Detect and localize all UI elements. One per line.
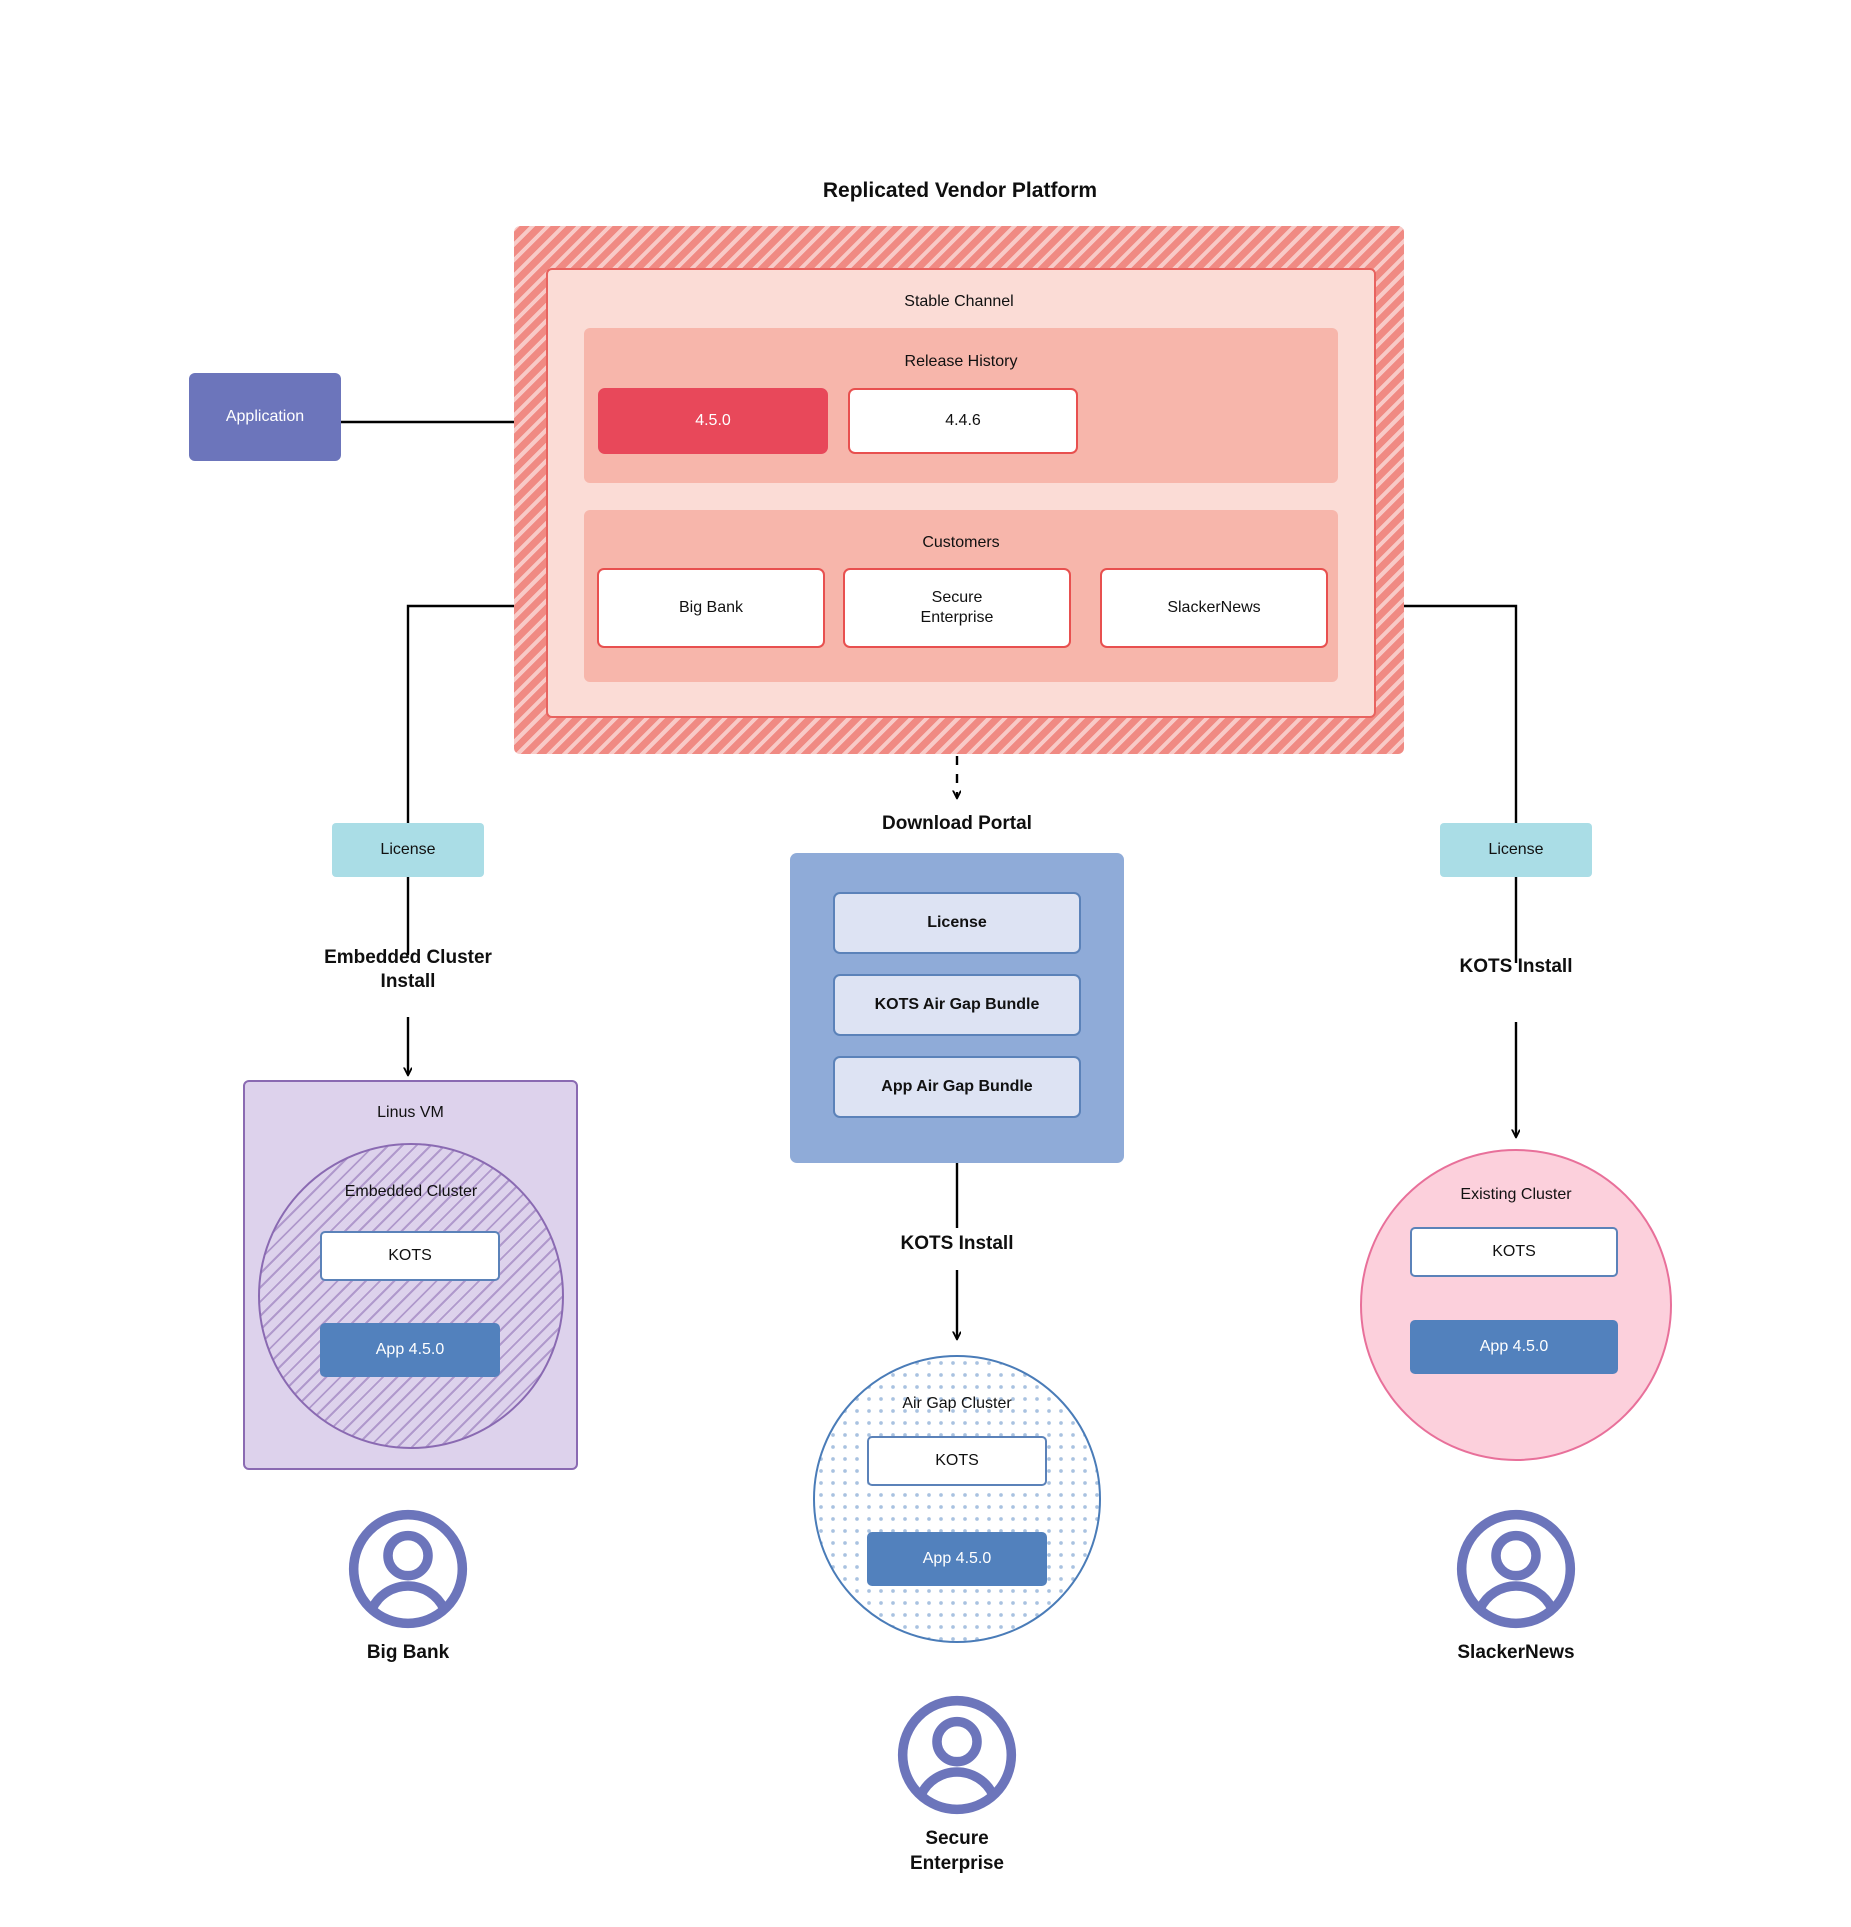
app-version-label: App 4.5.0 — [375, 1341, 445, 1358]
application-box[interactable]: Application — [189, 373, 341, 461]
release-card-previous[interactable]: 4.4.6 — [848, 388, 1078, 454]
embedded-cluster-circle — [258, 1143, 564, 1449]
avatar-big-bank — [347, 1508, 469, 1630]
portal-item-label: App Air Gap Bundle — [881, 1078, 1033, 1095]
stable-channel-title: Stable Channel — [904, 293, 1014, 310]
kots-label: KOTS — [388, 1247, 432, 1264]
release-history-title: Release History — [904, 353, 1018, 370]
customers-title: Customers — [922, 534, 1000, 551]
customer-name-label: Secure Enterprise — [920, 588, 994, 626]
kots-box-embedded[interactable]: KOTS — [320, 1231, 500, 1281]
embedded-cluster-install-label: Embedded Cluster Install — [324, 947, 492, 993]
release-card-current[interactable]: 4.5.0 — [598, 388, 828, 454]
person-icon — [348, 1509, 468, 1629]
user-label-slackernews: SlackerNews — [1457, 1642, 1575, 1663]
linux-vm-label: Linus VM — [377, 1104, 444, 1121]
customer-card-slackernews[interactable]: SlackerNews — [1100, 568, 1328, 648]
app-version-label: App 4.5.0 — [1479, 1338, 1549, 1355]
person-icon — [1456, 1509, 1576, 1629]
license-chip-left[interactable]: License — [332, 823, 484, 877]
customer-card-secure-enterprise[interactable]: Secure Enterprise — [843, 568, 1071, 648]
kots-label: KOTS — [1492, 1243, 1536, 1260]
app-version-box-existing[interactable]: App 4.5.0 — [1410, 1320, 1618, 1374]
download-portal-title: Download Portal — [882, 813, 1032, 834]
user-label-big-bank: Big Bank — [366, 1642, 450, 1663]
kots-install-label-right: KOTS Install — [1459, 956, 1573, 977]
avatar-secure-enterprise — [896, 1694, 1018, 1816]
customer-card-big-bank[interactable]: Big Bank — [597, 568, 825, 648]
customer-name-label: SlackerNews — [1167, 598, 1261, 616]
kots-label: KOTS — [935, 1452, 979, 1469]
app-version-box-airgap[interactable]: App 4.5.0 — [867, 1532, 1047, 1586]
release-version-label: 4.4.6 — [945, 412, 981, 429]
portal-item-label: License — [927, 914, 987, 931]
kots-install-label-center: KOTS Install — [900, 1233, 1014, 1254]
portal-item-license[interactable]: License — [833, 892, 1081, 954]
license-chip-right[interactable]: License — [1440, 823, 1592, 877]
application-label: Application — [225, 408, 305, 425]
embedded-cluster-label: Embedded Cluster — [344, 1183, 478, 1200]
license-label: License — [380, 841, 436, 858]
portal-item-label: KOTS Air Gap Bundle — [874, 996, 1040, 1013]
avatar-slackernews — [1455, 1508, 1577, 1630]
license-label: License — [1488, 841, 1544, 858]
user-label-secure-enterprise: Secure Enterprise — [910, 1828, 1004, 1874]
existing-cluster-label: Existing Cluster — [1460, 1186, 1572, 1203]
app-version-label: App 4.5.0 — [922, 1550, 992, 1567]
kots-box-airgap[interactable]: KOTS — [867, 1436, 1047, 1486]
portal-item-kots-air-gap-bundle[interactable]: KOTS Air Gap Bundle — [833, 974, 1081, 1036]
vendor-platform-title: Replicated Vendor Platform — [822, 179, 1098, 202]
portal-item-app-air-gap-bundle[interactable]: App Air Gap Bundle — [833, 1056, 1081, 1118]
app-version-box-embedded[interactable]: App 4.5.0 — [320, 1323, 500, 1377]
release-version-label: 4.5.0 — [695, 412, 731, 429]
air-gap-cluster-label: Air Gap Cluster — [902, 1395, 1012, 1412]
person-icon — [897, 1695, 1017, 1815]
kots-box-existing[interactable]: KOTS — [1410, 1227, 1618, 1277]
customer-name-label: Big Bank — [678, 598, 744, 616]
